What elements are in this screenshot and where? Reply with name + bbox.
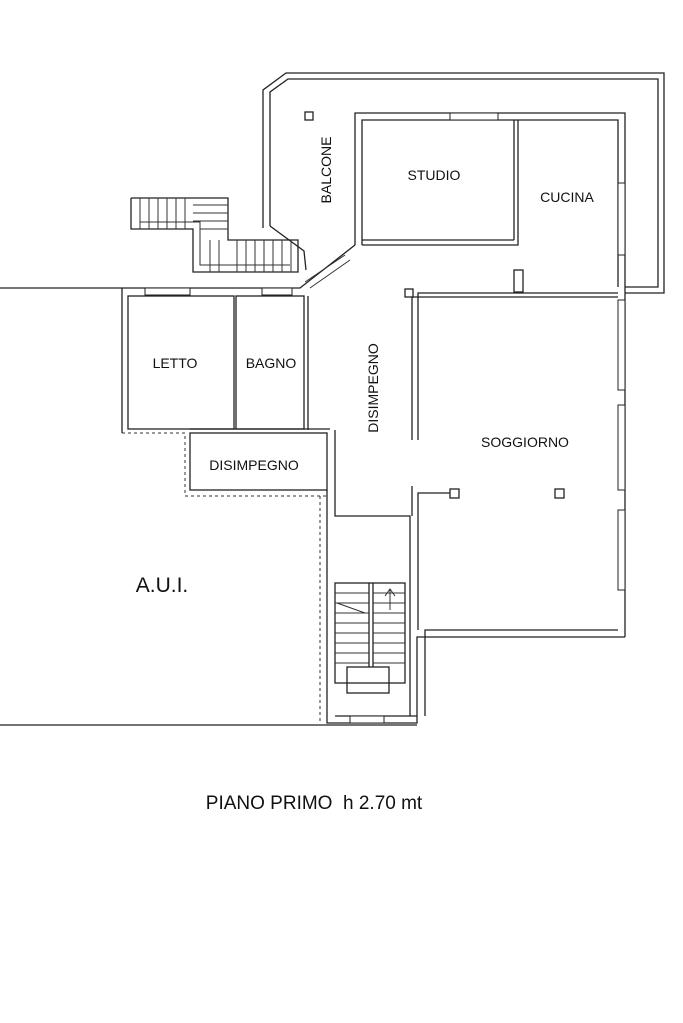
label-disimpegno-vertical: DISIMPEGNO	[365, 343, 381, 433]
balcony-fixture	[304, 111, 314, 121]
label-disimpegno-small: DISIMPEGNO	[209, 457, 299, 473]
label-studio: STUDIO	[408, 167, 461, 183]
label-letto: LETTO	[153, 355, 198, 371]
aui-dashed-boundary	[0, 287, 417, 726]
external-staircase	[130, 197, 299, 273]
internal-staircase	[334, 582, 406, 694]
interior-walls-top	[362, 120, 524, 293]
label-aui: A.U.I.	[136, 574, 189, 597]
label-bagno: BAGNO	[246, 355, 297, 371]
label-balcone: BALCONE	[318, 137, 334, 204]
plan-caption: PIANO PRIMO h 2.70 mt	[206, 793, 423, 814]
bedroom-block	[127, 295, 330, 491]
balcony-outline	[262, 72, 665, 294]
soggiorno-walls	[404, 288, 618, 630]
label-cucina: CUCINA	[540, 189, 594, 205]
windows	[144, 112, 626, 724]
label-soggiorno: SOGGIORNO	[481, 434, 569, 450]
